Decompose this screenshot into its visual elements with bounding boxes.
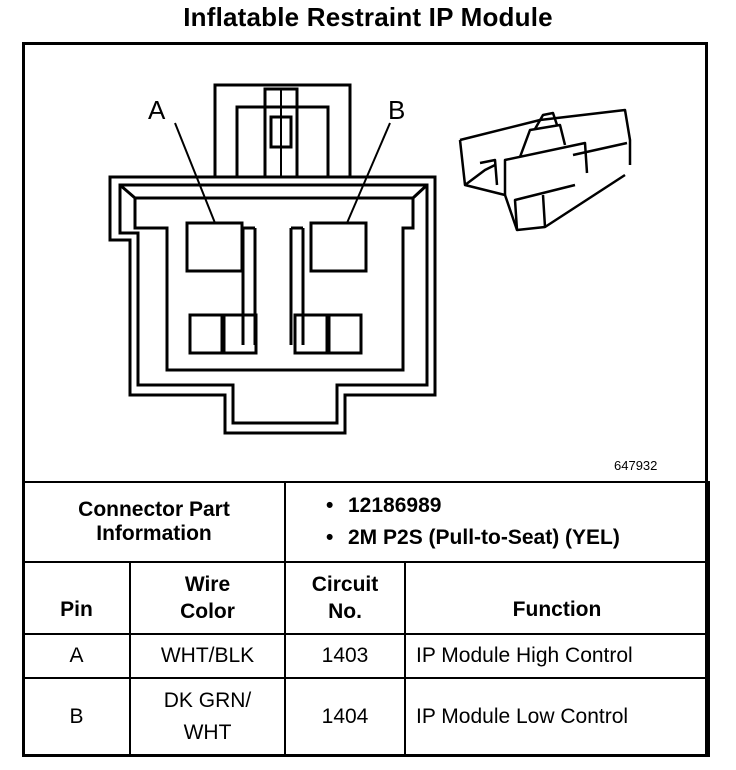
- row-b-wire-color: DK GRN/ WHT: [129, 677, 286, 757]
- header-pin: Pin: [22, 561, 131, 635]
- table-row: B DK GRN/ WHT 1404 IP Module Low Control: [22, 677, 711, 757]
- row-a-function: IP Module High Control: [403, 633, 711, 679]
- connector-body-outer: [108, 175, 437, 435]
- connector-body-rim: [118, 183, 429, 425]
- page-title: Inflatable Restraint IP Module: [183, 2, 553, 32]
- figure-number: 647932: [614, 458, 658, 473]
- cavity-left-1: [188, 313, 224, 355]
- header-wire-color: Wire Color: [129, 561, 286, 635]
- terminal-b: [309, 221, 368, 273]
- row-a-pin: A: [22, 633, 131, 679]
- connector-part-number: 12186989: [326, 490, 708, 522]
- pin-label-b: B: [388, 95, 406, 125]
- header-function: Function: [403, 561, 711, 635]
- table-row: A WHT/BLK 1403 IP Module High Control: [22, 633, 711, 679]
- terminal-a: [185, 221, 244, 273]
- connector-info-table: Connector Part Information 12186989 2M P…: [22, 481, 711, 757]
- header-circuit-no: Circuit No.: [284, 561, 406, 635]
- connector-latch-tower: [213, 83, 352, 177]
- connector-info-label: Connector Part Information: [22, 481, 286, 563]
- connector-latch-inner: [235, 105, 330, 177]
- connector-3d-view: [458, 108, 632, 232]
- pin-label-a: A: [148, 95, 166, 125]
- cavity-left-2: [222, 313, 258, 355]
- connector-info-items: 12186989 2M P2S (Pull-to-Seat) (YEL): [283, 481, 711, 563]
- cavity-right-2: [327, 313, 363, 355]
- row-b-function: IP Module Low Control: [403, 677, 711, 757]
- leader-line-b: [346, 122, 391, 224]
- connector-divider: [241, 226, 257, 345]
- connector-cavity: [133, 196, 415, 372]
- row-a-wire-color: WHT/BLK: [129, 633, 286, 679]
- connector-info-row: Connector Part Information 12186989 2M P…: [22, 481, 711, 563]
- connector-type: 2M P2S (Pull-to-Seat) (YEL): [326, 522, 708, 554]
- cavity-right-1: [293, 313, 329, 355]
- table-header-row: Pin Wire Color Circuit No. Function: [22, 561, 711, 635]
- row-b-circuit: 1404: [284, 677, 406, 757]
- connector-diagram: [108, 83, 632, 435]
- row-a-circuit: 1403: [284, 633, 406, 679]
- row-b-pin: B: [22, 677, 131, 757]
- leader-line-a: [174, 122, 216, 224]
